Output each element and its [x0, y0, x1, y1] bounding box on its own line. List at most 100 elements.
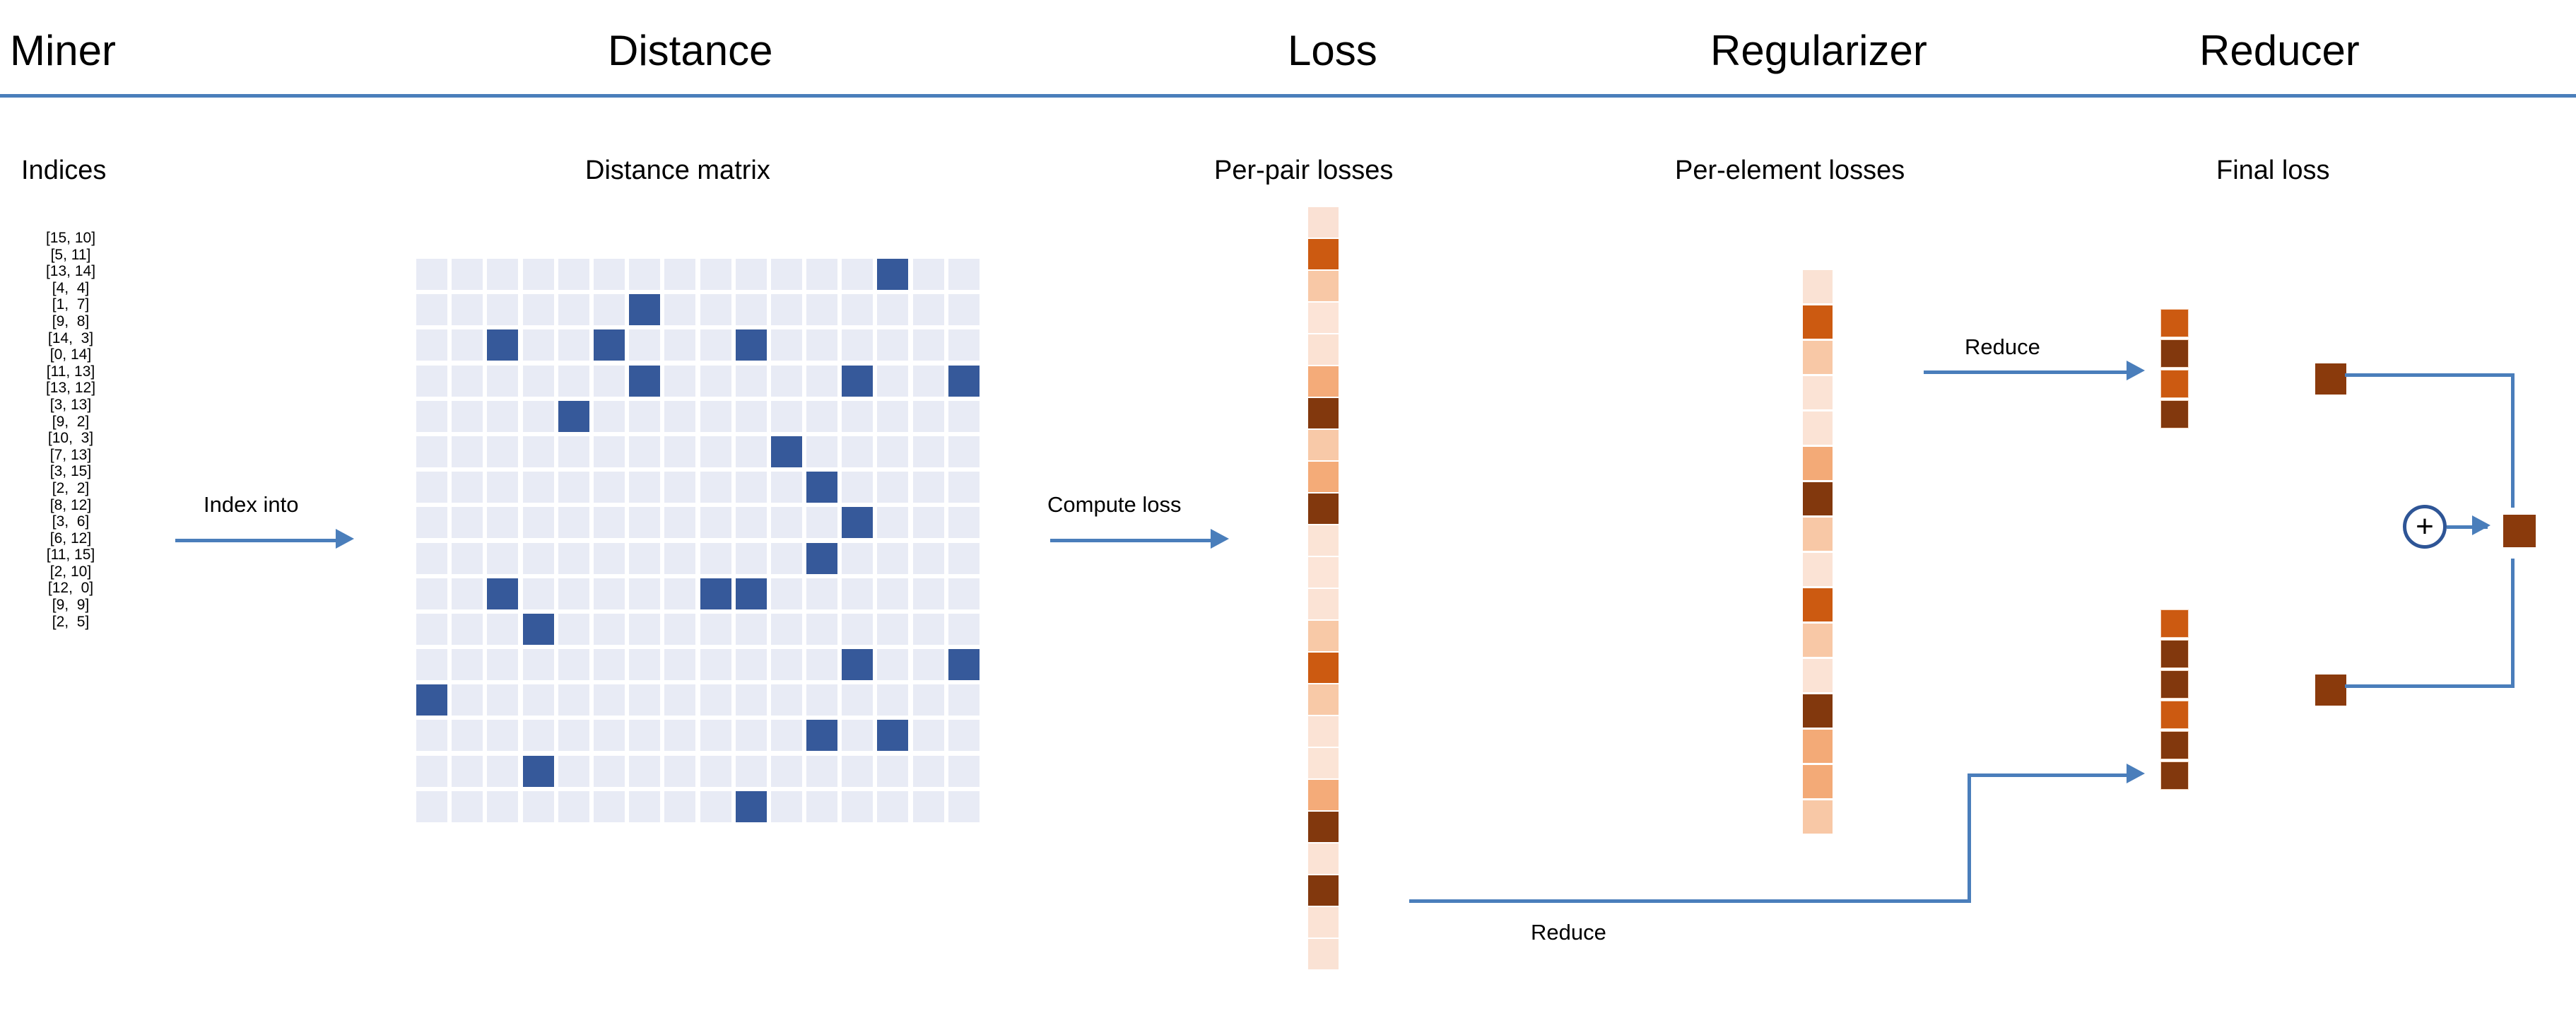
compute-loss-arrow-label: Compute loss	[1047, 492, 1182, 517]
matrix-cell	[416, 755, 447, 787]
matrix-cell	[842, 294, 874, 326]
matrix-cell	[770, 507, 802, 539]
matrix-cell	[735, 472, 767, 503]
matrix-cell	[912, 720, 944, 752]
matrix-cell	[806, 790, 838, 822]
matrix-cell	[452, 649, 483, 681]
matrix-cell	[912, 790, 944, 822]
section-title-per-element-losses: Per-element losses	[1675, 156, 1905, 185]
matrix-cell	[487, 790, 519, 822]
index-pair: [4, 4]	[52, 279, 90, 296]
matrix-cell	[912, 542, 944, 574]
top-result-to-junction	[2345, 373, 2515, 377]
matrix-cell	[912, 400, 944, 432]
stage-title-reducer: Reducer	[2199, 27, 2360, 74]
index-pair: [9, 9]	[52, 597, 90, 614]
matrix-cell	[877, 400, 909, 432]
matrix-cell	[806, 365, 838, 397]
matrix-cell	[700, 472, 731, 503]
matrix-cell	[593, 684, 625, 716]
matrix-cell	[416, 294, 447, 326]
matrix-cell	[664, 542, 696, 574]
matrix-cell	[912, 294, 944, 326]
reduce-bottom-line-lower	[1409, 899, 1971, 903]
matrix-cell	[700, 613, 731, 645]
top-junction-down	[2511, 373, 2515, 508]
matrix-cell	[487, 259, 519, 290]
matrix-cell	[770, 649, 802, 681]
matrix-cell-active	[842, 649, 874, 681]
sum-plus-icon: +	[2403, 505, 2447, 549]
matrix-cell	[877, 790, 909, 822]
loss-swatch	[1308, 525, 1339, 556]
matrix-cell	[770, 720, 802, 752]
matrix-cell	[842, 542, 874, 574]
matrix-cell	[770, 365, 802, 397]
matrix-cell	[700, 684, 731, 716]
matrix-cell	[948, 542, 980, 574]
matrix-cell	[629, 720, 661, 752]
index-pair: [9, 8]	[52, 313, 90, 329]
loss-swatch	[1308, 716, 1339, 747]
matrix-cell	[664, 755, 696, 787]
matrix-cell-active	[877, 720, 909, 752]
matrix-cell	[593, 649, 625, 681]
loss-swatch	[1308, 748, 1339, 778]
reducer-top-column	[2160, 309, 2189, 431]
loss-swatch	[1803, 447, 1833, 480]
reducer-swatch	[2160, 640, 2189, 668]
matrix-cell	[452, 294, 483, 326]
matrix-cell	[700, 329, 731, 361]
matrix-cell	[842, 790, 874, 822]
matrix-cell	[948, 578, 980, 609]
matrix-cell-active	[806, 542, 838, 574]
loss-swatch	[1308, 366, 1339, 397]
matrix-cell	[735, 259, 767, 290]
loss-swatch	[1803, 765, 1833, 798]
index-pair: [12, 0]	[47, 580, 94, 597]
matrix-cell	[593, 790, 625, 822]
matrix-cell	[452, 400, 483, 432]
matrix-cell	[806, 578, 838, 609]
matrix-cell	[664, 436, 696, 467]
matrix-cell	[948, 329, 980, 361]
matrix-cell	[735, 507, 767, 539]
matrix-cell	[452, 613, 483, 645]
loss-swatch	[1308, 430, 1339, 460]
loss-swatch	[1308, 907, 1339, 938]
matrix-cell	[416, 542, 447, 574]
matrix-cell	[700, 436, 731, 467]
matrix-cell	[912, 684, 944, 716]
matrix-cell	[948, 436, 980, 467]
matrix-cell	[593, 294, 625, 326]
matrix-cell	[770, 755, 802, 787]
matrix-cell	[452, 259, 483, 290]
matrix-cell	[664, 507, 696, 539]
matrix-cell	[664, 472, 696, 503]
matrix-cell-active	[735, 790, 767, 822]
matrix-cell	[770, 684, 802, 716]
matrix-cell	[912, 755, 944, 787]
matrix-cell-active	[487, 329, 519, 361]
matrix-cell	[522, 259, 554, 290]
matrix-cell-active	[629, 365, 661, 397]
loss-swatch	[1803, 694, 1833, 728]
matrix-cell	[593, 436, 625, 467]
header-divider-rule	[0, 94, 2576, 98]
matrix-cell	[877, 436, 909, 467]
per-element-losses-strip	[1803, 270, 1833, 836]
matrix-cell-active	[416, 684, 447, 716]
matrix-cell	[735, 613, 767, 645]
matrix-cell-active	[806, 472, 838, 503]
reducer-swatch	[2160, 701, 2189, 729]
matrix-cell	[452, 329, 483, 361]
index-pair: [6, 12]	[49, 530, 92, 547]
loss-swatch	[1308, 207, 1339, 238]
matrix-cell	[629, 400, 661, 432]
matrix-cell	[735, 755, 767, 787]
matrix-cell	[452, 578, 483, 609]
matrix-cell	[558, 755, 589, 787]
matrix-cell	[664, 790, 696, 822]
reducer-swatch	[2160, 761, 2189, 790]
index-pair: [2, 2]	[52, 479, 90, 496]
